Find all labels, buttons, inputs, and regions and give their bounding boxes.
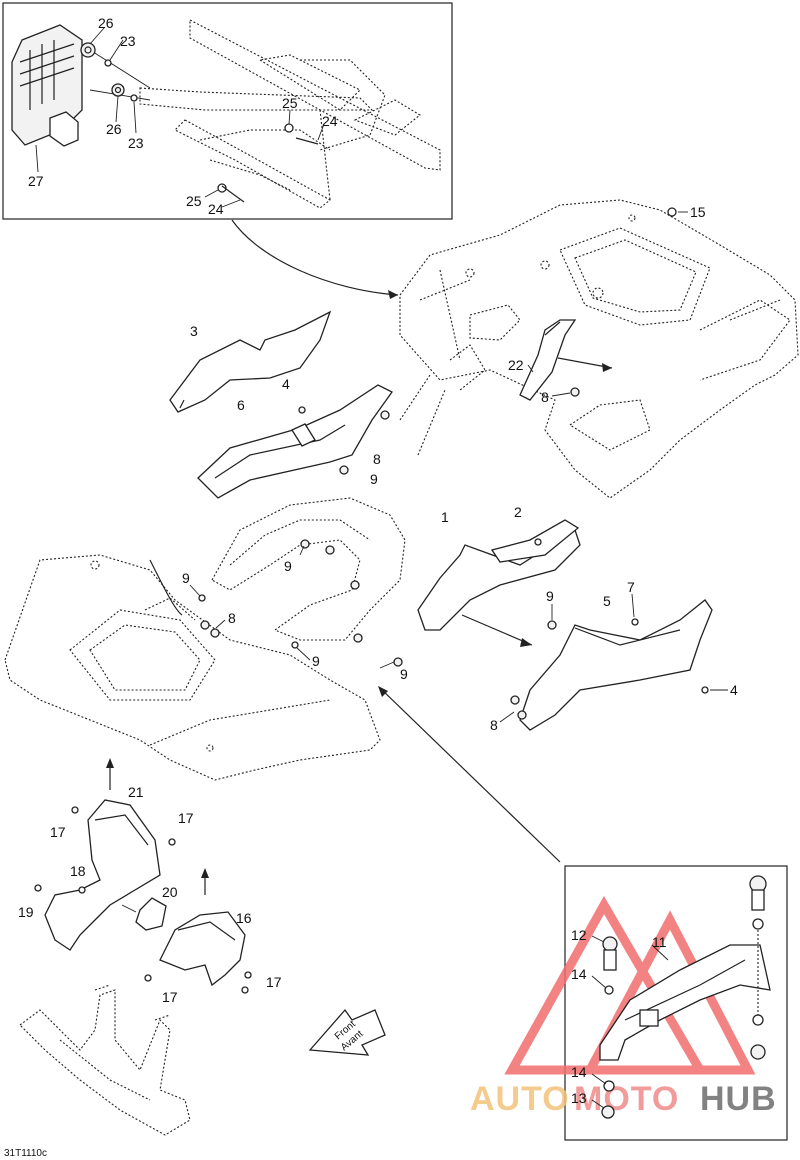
part-5-panel [499,593,728,731]
callout-13: 13 [571,1090,587,1106]
callout-21: 21 [128,784,144,800]
rear-fender-parts [519,207,688,401]
rear-storage-box [11,24,83,147]
part-16-panel [144,911,252,994]
watermark-hub: HUB [700,1080,777,1118]
callout-25: 25 [282,95,298,111]
callout-11: 11 [652,934,667,950]
callout-24: 24 [208,201,224,217]
callout-17: 17 [178,810,194,826]
diagram-code: 31T1110c [4,1148,47,1159]
callout-14: 14 [571,966,587,982]
inset-small-parts [80,42,319,203]
part-6-panel [197,384,393,499]
callout-12: 12 [571,927,587,943]
part-20-gasket [121,897,167,931]
callout-23: 23 [120,33,136,49]
callout-15: 15 [690,204,706,220]
callout-25: 25 [186,193,202,209]
callout-14: 14 [571,1064,587,1080]
callout-8: 8 [228,610,236,626]
callout-labels: 26 23 26 23 27 25 24 25 24 15 3 4 6 8 9 … [4,15,738,1159]
callout-1: 1 [441,509,449,525]
callout-9: 9 [312,653,320,669]
callout-17: 17 [162,989,178,1005]
part-21-panel [34,799,176,951]
callout-26: 26 [106,121,122,137]
callout-4: 4 [282,376,290,392]
callout-9: 9 [370,471,378,487]
callout-4: 4 [730,682,738,698]
bracket-inset-frame [564,865,788,1141]
callout-6: 6 [237,397,245,413]
callout-8: 8 [373,451,381,467]
watermark-logo: AUTO MOTO HUB [470,895,777,1118]
front-fender-body [4,554,381,781]
callout-27: 27 [28,173,44,189]
part-2-bracket [490,519,580,563]
callout-9: 9 [546,588,554,604]
callout-9: 9 [400,666,408,682]
callout-19: 19 [18,904,34,920]
rear-rack-frame [89,19,441,209]
callout-17: 17 [50,824,66,840]
callout-23: 23 [128,135,144,151]
callout-24: 24 [322,113,338,129]
center-panel [189,497,406,669]
callout-3: 3 [190,323,198,339]
inset-leaders [35,27,325,208]
callout-2: 2 [514,504,522,520]
callout-8: 8 [541,389,549,405]
callout-17: 17 [266,974,282,990]
assembly-arrows [106,219,613,895]
callout-9: 9 [284,558,292,574]
front-bumper [19,984,191,1136]
watermark-moto: MOTO [574,1080,679,1118]
callout-7: 7 [627,579,635,595]
front-direction-arrow: Front Avant [308,1008,386,1056]
part-3-panel [169,310,332,413]
callout-8: 8 [490,717,498,733]
callout-18: 18 [70,863,86,879]
callout-5: 5 [603,593,611,609]
callout-9: 9 [182,570,190,586]
callout-26: 26 [98,15,114,31]
callout-20: 20 [162,884,178,900]
callout-22: 22 [508,357,524,373]
rear-fender-body [399,199,799,499]
part-11-bracket [591,875,771,1119]
callout-16: 16 [236,910,252,926]
watermark-auto: AUTO [470,1080,570,1118]
rear-rack-inset-frame [2,2,453,220]
